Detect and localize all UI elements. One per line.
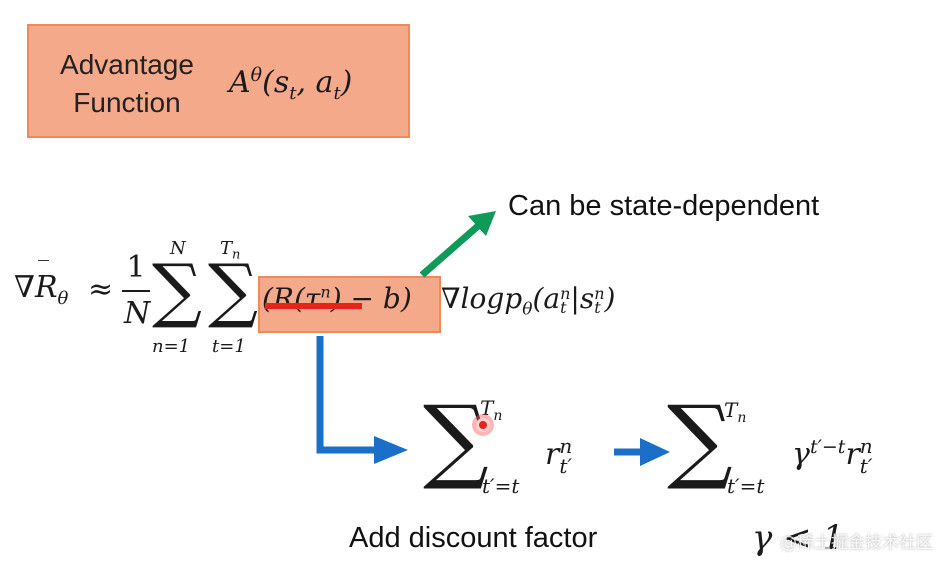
sum2-lower: t=1 xyxy=(212,336,246,357)
advantage-label: Advantage Function xyxy=(47,46,207,122)
advantage-formula: Aθ(st, at) xyxy=(229,64,353,104)
gamma-constraint: γ < 1 xyxy=(752,518,845,558)
sum1-upper: N xyxy=(170,238,186,259)
advantage-function-box: Advantage Function Aθ(st, at) xyxy=(27,24,410,138)
sum3-upper: Tn xyxy=(480,396,503,424)
sum4-sigma: ∑ xyxy=(667,386,733,493)
sum1-sigma: ∑ xyxy=(152,249,202,331)
sum4-lower: t′=t xyxy=(727,474,765,498)
baseline-term: (R(τn) − b) xyxy=(262,282,412,315)
rbar-overline: ‾ xyxy=(38,258,49,283)
sum2-upper: Tn xyxy=(220,238,241,263)
gradient-lhs: ∇Rθ xyxy=(14,270,69,309)
strikethrough-line xyxy=(265,303,362,309)
advantage-label-line2: Function xyxy=(73,87,181,118)
sum2-sigma: ∑ xyxy=(208,249,258,331)
approx-sign: ≈ xyxy=(88,272,114,307)
cursor-dot xyxy=(476,418,490,432)
sum4-upper: Tn xyxy=(724,398,747,426)
green-arrow-shaft xyxy=(419,223,481,278)
discount-note: Add discount factor xyxy=(349,522,598,554)
blue-arrow2-head xyxy=(640,438,670,466)
sum1-lower: n=1 xyxy=(152,336,191,357)
green-arrow-head xyxy=(468,211,496,236)
fraction-denominator: N xyxy=(124,296,151,331)
sum3-lower: t′=t xyxy=(482,474,520,498)
fraction-bar xyxy=(122,290,150,292)
sum3-sigma: ∑ xyxy=(423,386,489,493)
advantage-label-line1: Advantage xyxy=(60,49,194,80)
state-dependent-note: Can be state-dependent xyxy=(508,190,820,222)
blue-arrow-head xyxy=(374,436,408,464)
fraction-numerator: 1 xyxy=(126,250,146,285)
watermark: @稀土掘金技术社区 xyxy=(780,533,933,553)
blue-arrow-shaft xyxy=(316,336,378,454)
